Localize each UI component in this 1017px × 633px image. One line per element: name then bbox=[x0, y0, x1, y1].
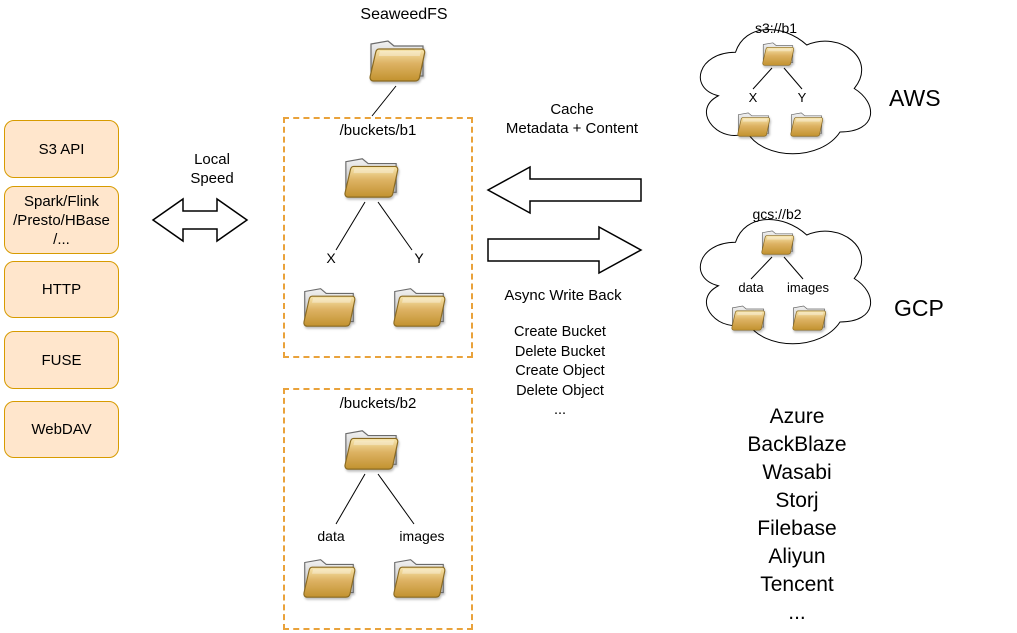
gcp-child-images-label: images bbox=[787, 280, 829, 295]
bucket1-title: /buckets/b1 bbox=[339, 122, 417, 139]
provider-list: Azure BackBlaze Wasabi Storj Filebase Al… bbox=[747, 403, 846, 627]
connector-gcp-images bbox=[783, 256, 804, 280]
provider-item: BackBlaze bbox=[747, 433, 847, 456]
provider-item: Tencent bbox=[760, 573, 834, 596]
operation-item: ... bbox=[553, 402, 567, 418]
operation-item: Delete Bucket bbox=[514, 343, 606, 360]
gcp-bucket-label: gcs://b2 bbox=[752, 206, 802, 222]
bucket2-data-folder-icon bbox=[301, 555, 357, 600]
local-speed-label: Local Speed bbox=[190, 151, 234, 187]
bucket1-child-y-label: Y bbox=[414, 250, 424, 266]
api-box-webdav: WebDAV bbox=[4, 401, 119, 458]
api-box-fuse: FUSE bbox=[4, 331, 119, 389]
seaweedfs-title: SeaweedFS bbox=[360, 6, 448, 23]
aws-root-folder-icon bbox=[761, 40, 795, 67]
api-box-s3-api: S3 API bbox=[4, 120, 119, 178]
connector-bucket1-y bbox=[377, 201, 413, 251]
api-box-spark-flink: Spark/Flink /Presto/HBase /... bbox=[4, 186, 119, 254]
provider-item: Azure bbox=[769, 405, 825, 428]
connector-seaweedfs-bucket1 bbox=[371, 85, 397, 117]
provider-item: Aliyun bbox=[768, 545, 826, 568]
gcp-data-folder-icon bbox=[730, 303, 766, 332]
aws-child-x-label: X bbox=[748, 90, 758, 105]
aws-x-folder-icon bbox=[736, 110, 771, 138]
local-speed-arrow bbox=[151, 197, 249, 243]
operation-item: Delete Object bbox=[516, 382, 604, 399]
provider-item: Filebase bbox=[757, 517, 837, 540]
bucket2-title: /buckets/b2 bbox=[339, 395, 417, 412]
provider-item: ... bbox=[788, 601, 806, 624]
aws-child-y-label: Y bbox=[797, 90, 807, 105]
bucket1-x-folder-icon bbox=[301, 284, 357, 329]
cache-arrow bbox=[486, 165, 642, 215]
provider-item: Wasabi bbox=[762, 461, 832, 484]
gcp-label: GCP bbox=[894, 295, 944, 321]
async-arrow bbox=[487, 225, 643, 275]
gcp-images-folder-icon bbox=[791, 303, 827, 332]
connector-aws-x bbox=[752, 67, 773, 90]
connector-bucket1-x bbox=[335, 201, 366, 251]
bucket2-folder-icon bbox=[342, 426, 400, 472]
aws-y-folder-icon bbox=[789, 110, 824, 138]
connector-bucket2-images bbox=[377, 473, 415, 525]
bucket2-child-data-label: data bbox=[317, 528, 345, 544]
api-box-http: HTTP bbox=[4, 261, 119, 318]
connector-gcp-data bbox=[750, 256, 773, 280]
bucket1-child-x-label: X bbox=[326, 250, 336, 266]
bucket1-group bbox=[283, 117, 473, 358]
async-write-back-label: Async Write Back bbox=[504, 287, 622, 304]
bucket2-child-images-label: images bbox=[399, 528, 445, 544]
bucket2-images-folder-icon bbox=[391, 555, 447, 600]
seaweedfs-folder-icon bbox=[367, 36, 427, 84]
connector-aws-y bbox=[783, 67, 803, 90]
gcp-child-data-label: data bbox=[738, 280, 764, 295]
operation-item: Create Bucket bbox=[514, 324, 606, 340]
bucket2-group bbox=[283, 388, 473, 630]
cache-label: Cache Metadata + Content bbox=[505, 101, 639, 137]
aws-label: AWS bbox=[889, 85, 941, 111]
operation-item: Create Object bbox=[515, 363, 605, 379]
gcp-root-folder-icon bbox=[760, 228, 795, 256]
provider-item: Storj bbox=[775, 489, 819, 512]
connector-bucket2-data bbox=[335, 473, 366, 525]
operations-list: Create Bucket Delete Bucket Create Objec… bbox=[514, 323, 606, 421]
aws-bucket-label: s3://b1 bbox=[754, 20, 798, 36]
bucket1-folder-icon bbox=[342, 154, 400, 200]
bucket1-y-folder-icon bbox=[391, 284, 447, 329]
